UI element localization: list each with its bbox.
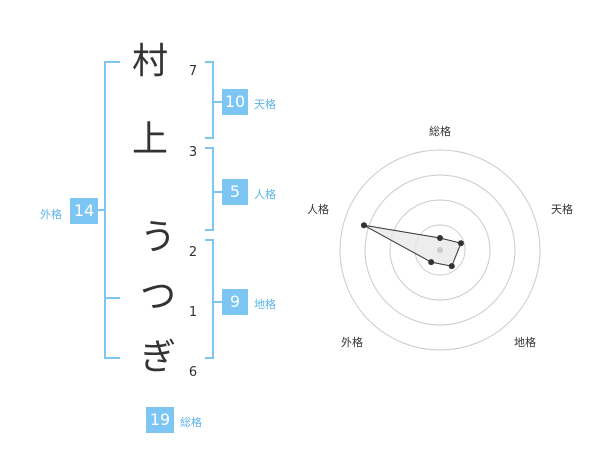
gaikaku-label: 外格: [40, 208, 62, 221]
chikaku-label: 地格: [254, 298, 276, 311]
chikaku-value-box: 9: [222, 289, 248, 315]
soukaku-label: 総格: [180, 416, 202, 429]
radar-axis-label-chikaku: 地格: [514, 336, 536, 349]
radar-ring-4: [339, 149, 541, 351]
stroke-count-5: 6: [188, 365, 198, 380]
radar-ring-2: [389, 199, 491, 301]
jinkaku-label: 人格: [254, 188, 276, 201]
tenkaku-label: 天格: [254, 98, 276, 111]
name-char-4: つ: [139, 276, 176, 317]
jinkaku-bracket: [205, 147, 214, 231]
name-char-1: 村: [131, 41, 168, 82]
radar-axis-label-jinkaku: 人格: [307, 203, 329, 216]
name-char-2: 上: [131, 119, 168, 160]
name-char-5: ぎ: [139, 337, 176, 378]
radar-point-4: [428, 259, 435, 266]
radar-point-1: [437, 235, 443, 241]
tenkaku-value-box: 10: [222, 89, 248, 115]
gaikaku-value-box: 14: [70, 198, 98, 224]
stroke-count-3: 2: [188, 245, 198, 260]
radar-axis-label-gaikaku: 外格: [341, 336, 363, 349]
radar-shape: [363, 224, 462, 267]
stroke-count-2: 3: [188, 145, 198, 160]
radar-center-dot: [437, 247, 443, 253]
radar-point-2: [457, 240, 464, 247]
stroke-count-4: 1: [188, 305, 198, 320]
jinkaku-value-box: 5: [222, 179, 248, 205]
radar-point-5: [360, 222, 367, 229]
radar-point-3: [448, 263, 455, 270]
tenkaku-bracket: [205, 61, 214, 139]
radar-axis-label-soukaku: 総格: [429, 125, 451, 138]
stroke-count-1: 7: [188, 64, 198, 79]
radar-ring-3: [364, 174, 516, 326]
name-char-3: う: [139, 217, 176, 258]
chikaku-bracket: [205, 239, 214, 359]
radar-axis-label-tenkaku: 天格: [551, 203, 573, 216]
soukaku-value-box: 19: [146, 407, 174, 433]
